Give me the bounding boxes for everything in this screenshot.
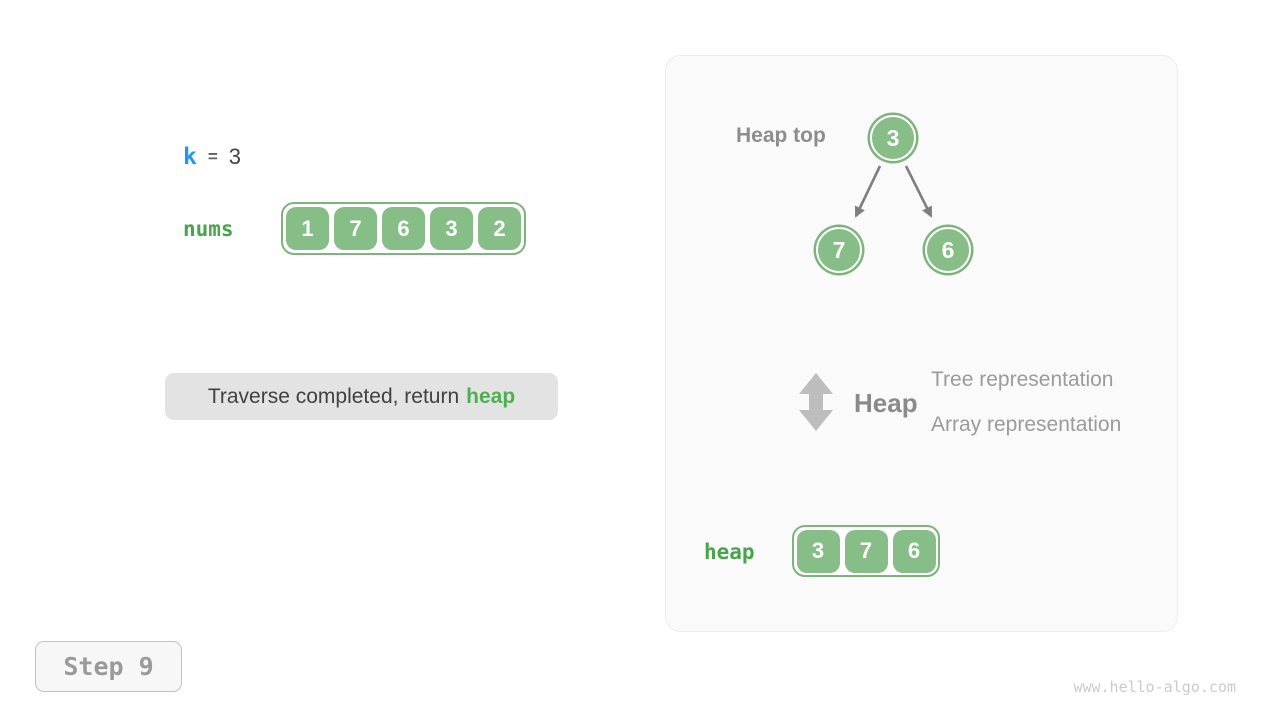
- nums-array-cell: 3: [430, 207, 473, 250]
- nums-array-cell: 7: [334, 207, 377, 250]
- status-message-highlight: heap: [466, 384, 516, 408]
- tree-edges: [854, 165, 933, 218]
- nums-array: 1 7 6 3 2: [281, 202, 526, 255]
- variable-k-name: k: [183, 144, 197, 170]
- status-message: Traverse completed, return heap: [165, 373, 558, 420]
- heap-array-cell: 7: [844, 529, 888, 573]
- step-badge: Step 9: [35, 641, 182, 692]
- status-message-text: Traverse completed, return: [207, 384, 460, 408]
- variable-k-value: 3: [228, 144, 242, 169]
- nums-array-cell: 2: [478, 207, 521, 250]
- heap-panel: Heap top 3 7 6 Heap Tree representation …: [665, 55, 1178, 632]
- variable-k-assignment: k = 3: [183, 143, 241, 171]
- heap-array-label: heap: [704, 540, 755, 564]
- tree-node-right-child: 6: [925, 227, 971, 273]
- heap-top-label: Heap top: [736, 124, 826, 147]
- watermark-url: www.hello-algo.com: [1073, 678, 1236, 696]
- tree-node-root: 3: [870, 115, 916, 161]
- nums-array-cell: 6: [382, 207, 425, 250]
- nums-array-cell: 1: [286, 207, 329, 250]
- heap-array-cell: 6: [892, 529, 936, 573]
- tree-node-left-child: 7: [816, 227, 862, 273]
- legend-heap-title: Heap: [854, 388, 918, 418]
- edge-root-to-right-child: [904, 165, 933, 218]
- heap-array: 3 7 6: [792, 525, 940, 577]
- edge-root-to-left-child: [854, 165, 882, 218]
- equals-sign: =: [207, 147, 218, 166]
- legend-tree-representation: Tree representation: [931, 368, 1114, 391]
- heap-array-cell: 3: [796, 529, 840, 573]
- legend-array-representation: Array representation: [931, 413, 1122, 436]
- nums-array-label: nums: [183, 217, 234, 241]
- up-down-arrow-icon: [799, 373, 833, 431]
